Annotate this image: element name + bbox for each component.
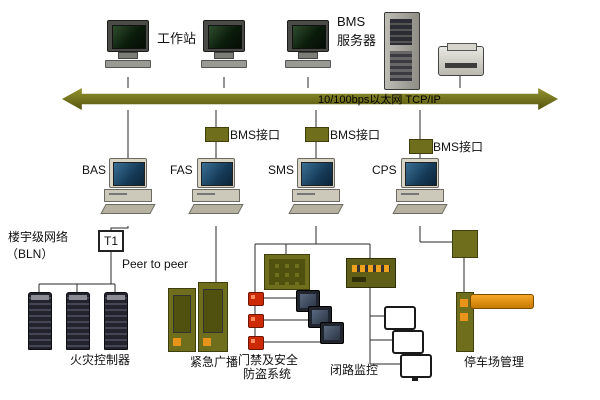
cctv-monitor-3 [320,322,344,344]
display-screen-3 [400,354,432,381]
fire-controller-tower-2 [66,292,90,350]
network-printer [438,43,484,76]
keyboard-icon [285,60,331,68]
fire-controller-tower-3 [104,292,128,350]
workstation-computer-3 [284,20,332,68]
keyboard-icon [392,204,448,214]
monitor-icon [109,158,147,188]
parking-controller-box [452,230,478,258]
fire-controller-label: 火灾控制器 [70,353,131,367]
t1-box: T1 [98,230,124,252]
keyboard-icon [188,204,244,214]
alarm-node-3 [248,336,264,350]
monitor-icon [107,20,149,52]
cps-label: CPS [372,163,397,177]
broadcast-cabinet-1 [168,288,196,352]
cps-station [388,158,452,226]
broadcast-cabinet-2 [198,282,228,352]
bms-interface-label-1: BMS接口 [230,128,281,142]
emergency-broadcast-label: 紧急广播 [190,355,239,369]
monitor-icon [197,158,235,188]
workstation-computer-1 [104,20,152,68]
keyboard-icon [105,60,151,68]
alarm-node-2 [248,314,264,328]
keyboard-icon [288,204,344,214]
workstation-computer-2 [200,20,248,68]
keyboard-icon [201,60,247,68]
display-screen-1 [384,306,416,333]
bms-interface-label-2: BMS接口 [330,128,381,142]
monitor-icon [401,158,439,188]
access-control-panel [264,254,310,290]
parking-gate-arm [470,294,534,309]
monitor-icon [297,158,335,188]
bln-label-line1: 楼宇级网络 [8,230,69,244]
ethernet-bus-label: 10/100bps以太网 TCP/IP [318,94,441,106]
access-security-label-line2: 防盗系统 [243,367,292,381]
fire-controller-tower-1 [28,292,52,350]
bms-interface-chip-2 [305,127,329,142]
bms-server-tower [384,12,420,90]
bms-interface-chip-3 [409,139,433,154]
display-screen-2 [392,330,424,357]
monitor-icon [287,20,329,52]
sms-label: SMS [268,163,295,177]
fas-label: FAS [170,163,193,177]
bms-interface-label-3: BMS接口 [433,140,484,154]
bms-interface-chip-1 [205,127,229,142]
video-matrix-switch [346,258,396,288]
bms-server-label-line1: BMS [337,14,366,29]
bas-label: BAS [82,163,107,177]
parking-label: 停车场管理 [464,355,525,369]
workstation-label: 工作站 [157,31,197,46]
bln-label-line2: （BLN） [6,247,54,261]
access-security-label-line1: 门禁及安全 [238,353,299,367]
monitor-icon [203,20,245,52]
bms-server-label-line2: 服务器 [337,33,377,48]
bas-station [96,158,160,226]
alarm-node-1 [248,292,264,306]
sms-station [284,158,348,226]
keyboard-icon [100,204,156,214]
fas-station [184,158,248,226]
cctv-label: 闭路监控 [330,363,379,377]
peer-to-peer-label: Peer to peer [122,257,189,271]
parking-gate-post [456,292,474,352]
